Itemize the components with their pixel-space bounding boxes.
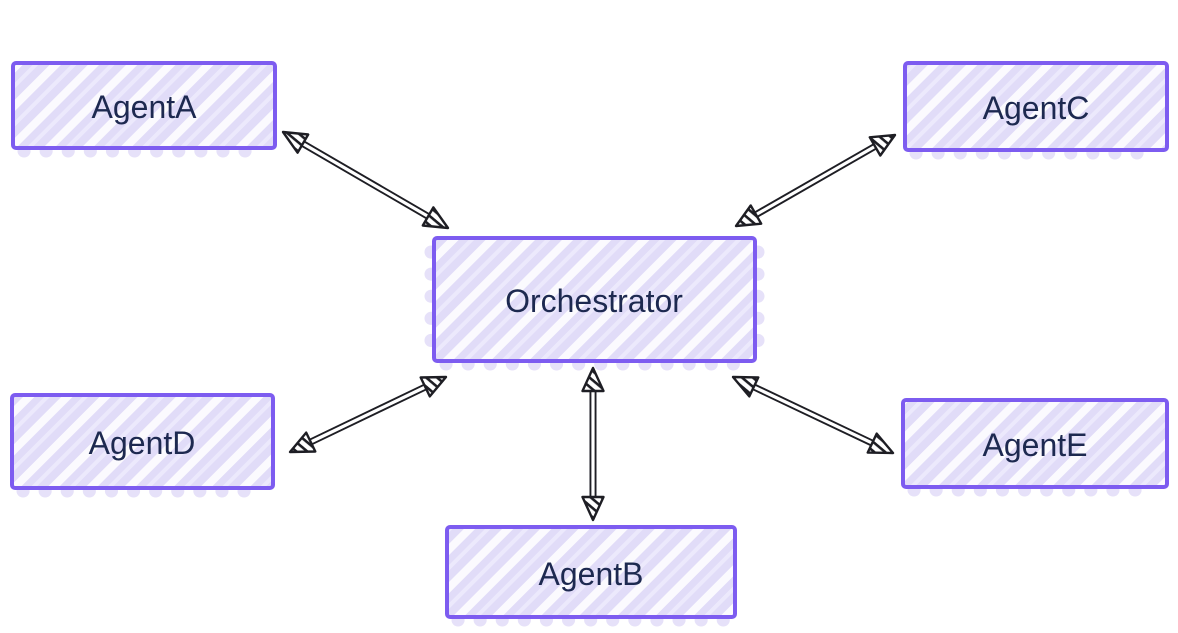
arrowhead-icon: [419, 375, 448, 398]
arrowhead-icon: [288, 431, 317, 454]
arrowhead-icon: [734, 204, 763, 228]
node-rect: [903, 61, 1169, 152]
node-agent-b: AgentB: [445, 525, 737, 627]
node-rect: [901, 398, 1169, 489]
node-label: Orchestrator: [505, 283, 683, 319]
node-agent-c: AgentC: [903, 61, 1169, 160]
arrow-line-gap: [755, 145, 876, 216]
arrowhead-icon: [581, 495, 605, 522]
node-rect: [445, 525, 737, 619]
node-label: AgentE: [983, 427, 1088, 463]
node-label: AgentA: [92, 89, 198, 125]
node-rect: [10, 393, 275, 490]
node-rect: [432, 236, 757, 363]
node-agent-a: AgentA: [11, 61, 277, 158]
edge-agent-a-orchestrator: [281, 130, 450, 230]
node-orchestrator: Orchestrator: [424, 236, 765, 371]
arrowhead-icon: [581, 366, 605, 393]
arrow-line-gap: [302, 142, 429, 218]
arrow-line-gap: [753, 385, 873, 445]
arrowhead-icon: [866, 432, 895, 455]
node-rect: [11, 61, 277, 150]
node-label: AgentB: [539, 556, 644, 592]
arrowhead-icon: [281, 130, 310, 154]
node-agent-d: AgentD: [10, 393, 275, 498]
node-label: AgentD: [89, 425, 196, 461]
node-agent-e: AgentE: [901, 398, 1169, 497]
arrow-line-gap: [310, 385, 426, 444]
arrowhead-icon: [868, 133, 897, 157]
arrowhead-icon: [421, 206, 450, 230]
node-label: AgentC: [983, 90, 1090, 126]
edge-agent-c-orchestrator: [734, 133, 897, 228]
arrowhead-icon: [731, 375, 760, 398]
edge-agent-d-orchestrator: [288, 375, 448, 454]
edge-agent-b-orchestrator: [581, 366, 605, 522]
edge-agent-e-orchestrator: [731, 375, 895, 455]
